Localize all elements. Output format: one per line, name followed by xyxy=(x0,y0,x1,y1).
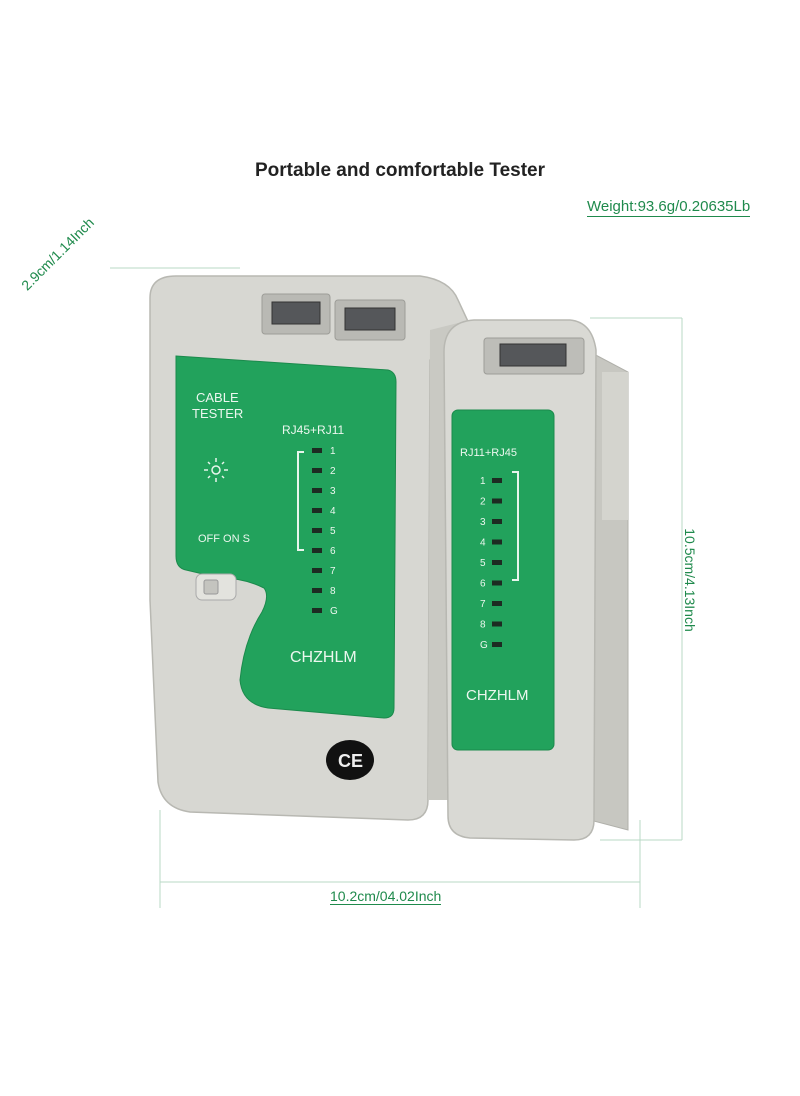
main-led-1 xyxy=(312,448,322,453)
remote-led-label-5: 5 xyxy=(480,558,486,569)
remote-led-1 xyxy=(492,478,502,483)
remote-led-G xyxy=(492,642,502,647)
main-led-label-3: 3 xyxy=(330,486,336,497)
main-port-label: RJ45+RJ11 xyxy=(282,423,344,437)
main-led-label-6: 6 xyxy=(330,546,336,557)
remote-led-label-6: 6 xyxy=(480,579,486,590)
remote-led-8 xyxy=(492,621,502,627)
remote-tester-unit: RJ11+RJ45 CHZHLM 1 2 3 4 5 6 7 8G xyxy=(443,319,629,841)
main-led-5 xyxy=(312,528,322,533)
power-indicator-icon xyxy=(204,458,228,482)
main-led-3 xyxy=(312,488,322,493)
height-dimension: 10.5cm/4.13Inch xyxy=(682,528,698,632)
remote-led-2 xyxy=(492,498,502,504)
main-led-6 xyxy=(312,548,322,553)
main-led-4 xyxy=(312,508,322,513)
main-led-7 xyxy=(312,568,322,573)
tester-label: TESTER xyxy=(192,406,243,421)
ce-logo xyxy=(326,740,374,780)
main-tester-unit: CE CABLE TESTER RJ45+RJ11 OFF ON S CHZHL… xyxy=(149,275,473,821)
main-led-label-7: 7 xyxy=(330,566,336,577)
remote-green-panel xyxy=(451,409,555,751)
remote-led-label-2: 2 xyxy=(480,497,486,508)
main-led-label-G: G xyxy=(330,606,338,617)
remote-led-label-4: 4 xyxy=(480,538,486,549)
main-led-8 xyxy=(312,588,322,593)
remote-led-column: 1 2 3 4 5 6 7 8G xyxy=(480,476,502,651)
remote-led-4 xyxy=(492,539,502,545)
remote-port-label: RJ11+RJ45 xyxy=(460,447,517,459)
page-title: Portable and comfortable Tester xyxy=(255,160,545,181)
remote-led-7 xyxy=(492,601,502,606)
main-led-G xyxy=(312,608,322,613)
remote-led-6 xyxy=(492,580,502,586)
svg-text:CE: CE xyxy=(338,751,363,771)
remote-led-label-3: 3 xyxy=(480,517,486,528)
main-brand-label: CHZHLM xyxy=(290,649,357,666)
remote-led-label-8: 8 xyxy=(480,620,486,631)
width-dimension: 10.2cm/04.02Inch xyxy=(330,888,442,905)
main-led-column: 1 2 3 4 5 6 7 8G xyxy=(312,446,338,617)
main-led-2 xyxy=(312,468,322,473)
main-led-label-1: 1 xyxy=(330,446,336,457)
cable-label: CABLE xyxy=(196,390,239,405)
remote-led-label-G: G xyxy=(480,640,488,651)
main-led-label-2: 2 xyxy=(330,466,336,477)
remote-led-3 xyxy=(492,519,502,524)
weight-spec: Weight:93.6g/0.20635Lb xyxy=(587,198,751,217)
switch-label: OFF ON S xyxy=(198,533,250,545)
remote-led-label-7: 7 xyxy=(480,599,486,610)
remote-led-5 xyxy=(492,560,502,565)
remote-brand-label: CHZHLM xyxy=(466,687,529,704)
main-led-label-8: 8 xyxy=(330,586,336,597)
main-led-label-5: 5 xyxy=(330,526,336,537)
remote-led-label-1: 1 xyxy=(480,476,486,487)
dimension-lines xyxy=(110,267,683,908)
main-led-label-4: 4 xyxy=(330,506,336,517)
